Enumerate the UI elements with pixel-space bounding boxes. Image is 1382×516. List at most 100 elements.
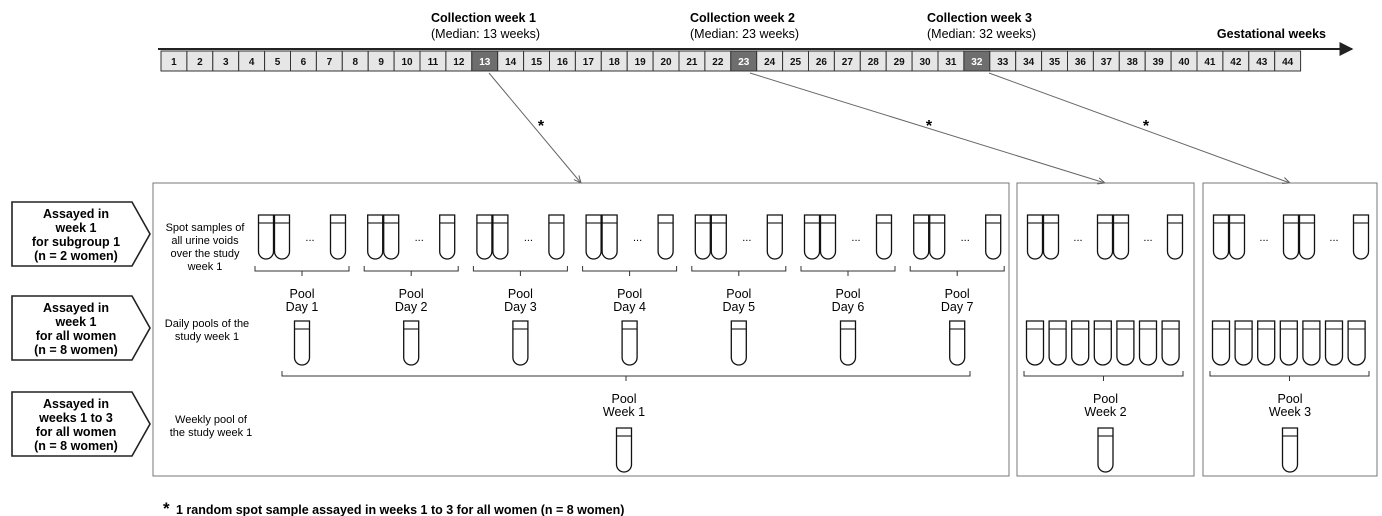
row-label-spot-samples: Spot samples of all urine voids over the… [166,222,246,273]
sample-tube [819,214,837,260]
sample-tube [329,214,347,260]
ellipsis: ... [524,232,533,244]
collection-header-2: Collection week 2 (Median: 23 weeks) [690,11,799,41]
sample-tube [766,214,783,260]
sample-tube [1352,214,1370,260]
daily-pool-tube [1116,320,1135,366]
daily-pool-tube [621,320,638,366]
sample-tube [1212,214,1230,260]
week-cell-label: 38 [1127,57,1139,68]
weekly-bracket [281,371,971,381]
week-cell-label: 26 [816,57,828,68]
row-label-text: Daily pools of the [165,318,249,330]
week-cell-label: 8 [352,57,358,68]
daily-pool-label-line2: Day 6 [832,300,865,314]
daily-pool-label-line1: Pool [617,287,642,301]
weekly-bracket [1209,371,1370,381]
week-cell-label: 28 [868,57,880,68]
week-cell-label: 35 [1049,57,1061,68]
daily-pool-label-line1: Pool [399,287,424,301]
arrow-text: (n = 8 women) [34,343,118,357]
ellipsis: ... [961,232,970,244]
week-cell-label: 14 [505,57,517,68]
week-cell-label: 25 [790,57,802,68]
day-bracket [472,266,568,276]
week-cell-label: 18 [609,57,621,68]
week-cell-label: 44 [1282,57,1294,68]
row-arrow-daily-pools: Assayed in week 1 for all women (n = 8 w… [11,295,151,361]
day-bracket [691,266,787,276]
arrow-text: (n = 8 women) [34,439,118,453]
daily-pool-tube [403,320,420,366]
connector-arrow-week3 [988,72,1290,183]
arrow-text: week 1 [54,221,96,235]
sample-tube [1282,214,1300,260]
collection-median: (Median: 23 weeks) [690,27,799,41]
collection-title: Collection week 1 [431,11,536,25]
daily-pool-label-line1: Pool [945,287,970,301]
week-cell-label: 5 [275,57,281,68]
weekly-pool-tube [1097,427,1114,473]
row-label-text: Weekly pool of [175,414,248,426]
ellipsis: ... [633,232,642,244]
daily-pool-tube [512,320,529,366]
day-bracket [800,266,896,276]
day-bracket [909,266,1005,276]
daily-pool-label-line1: Pool [289,287,314,301]
weekly-pool-label-line1: Pool [1093,392,1118,406]
daily-pool-tube [839,320,857,366]
footnote-text: 1 random spot sample assayed in weeks 1 … [176,503,624,516]
sample-tube [875,214,893,260]
daily-pool-tube [1071,320,1090,366]
daily-pool-label-line1: Pool [835,287,860,301]
sample-tube [1026,214,1044,260]
ellipsis: ... [1329,232,1338,244]
ellipsis: ... [742,232,751,244]
row-label-text: the study week 1 [170,427,253,439]
sample-tube [710,214,727,260]
week-cell-label: 43 [1256,57,1268,68]
sample-tube [257,214,275,260]
sample-tube [273,214,291,260]
sample-tube [913,214,930,260]
footnote-mark: * [163,499,170,516]
sample-tube [383,214,400,260]
sample-tube [548,214,565,260]
weekly-pool-tube [615,427,633,473]
collection-median: (Median: 13 weeks) [431,27,540,41]
sample-tube [476,214,493,260]
sample-tube [1096,214,1114,260]
row-label-text: all urine voids [171,235,239,247]
row-label-text: study week 1 [175,331,239,343]
sample-tube [657,214,674,260]
week-cell-label: 34 [1023,57,1035,68]
ellipsis: ... [1143,232,1152,244]
weekly-pool-label-line1: Pool [611,392,636,406]
axis-label: Gestational weeks [1217,27,1326,41]
week-cell-label: 37 [1101,57,1113,68]
row-label-text: over the study [170,248,240,260]
daily-pool-label-line2: Day 5 [722,300,755,314]
week-cell-label: 13 [479,57,491,68]
sample-tube [439,214,456,260]
sample-tube [1112,214,1130,260]
week-cell-label: 16 [557,57,569,68]
daily-pool-label-line2: Day 7 [941,300,974,314]
week-cell-label: 6 [301,57,307,68]
sample-tube [1166,214,1184,260]
sample-tube [367,214,384,260]
daily-pool-tube [1025,320,1045,366]
daily-pool-label-line2: Day 1 [286,300,319,314]
daily-pool-tube [949,320,966,366]
sample-tube [803,214,821,260]
week-cell-label: 17 [583,57,595,68]
ellipsis: ... [1073,232,1082,244]
week-cell-label: 40 [1178,57,1190,68]
week-cell-label: 2 [197,57,203,68]
sample-tube [929,214,946,260]
daily-pool-tube [1347,320,1366,366]
weekly-pool-label-line2: Week 1 [603,405,645,419]
